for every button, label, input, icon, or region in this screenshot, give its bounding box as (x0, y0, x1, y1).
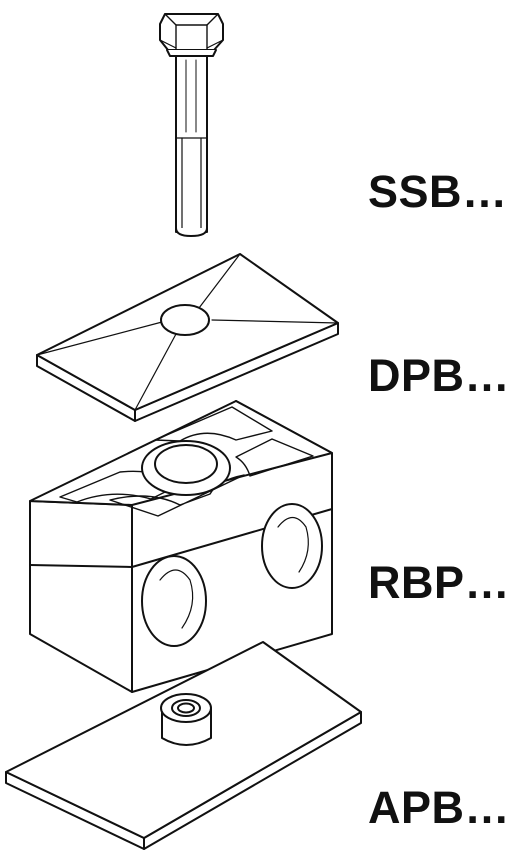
part-label-rbp: RBP… (368, 557, 511, 608)
part-label-ssb: SSB… (368, 166, 508, 217)
hex-bolt-icon (160, 14, 223, 236)
clamp-body-icon (30, 401, 332, 692)
weld-plate-icon (6, 642, 361, 849)
part-label-dpb: DPB… (368, 350, 511, 401)
cover-plate-icon (37, 254, 338, 421)
part-label-apb: APB… (368, 782, 511, 833)
